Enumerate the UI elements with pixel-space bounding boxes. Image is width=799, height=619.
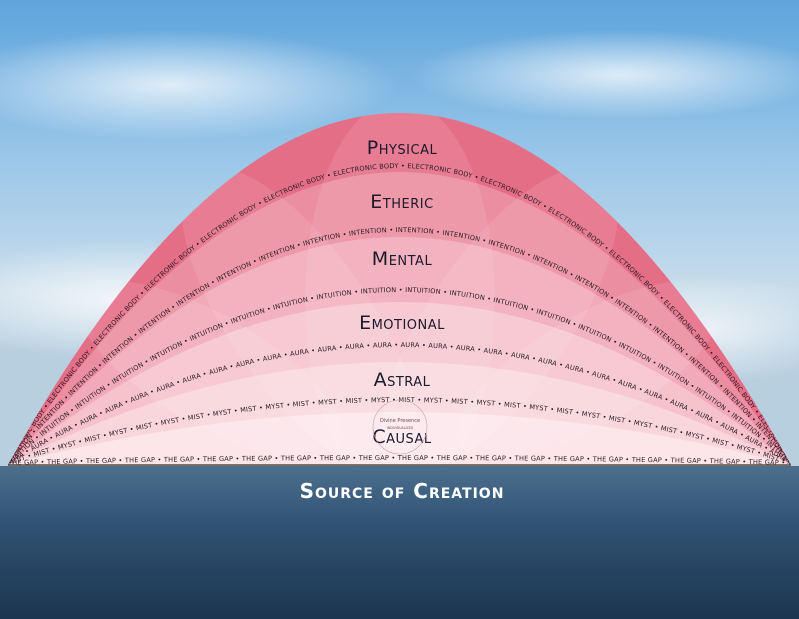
layers-group — [8, 113, 791, 465]
lotus-petal — [77, 281, 343, 459]
lotus-petal — [381, 167, 619, 465]
source-of-creation-label: Source of Creation — [300, 479, 505, 503]
layer-causal — [8, 412, 791, 465]
divine-presence-mark: Divine Presence INDIVIDUALIZED — [372, 399, 428, 455]
divine-presence-title: Divine Presence — [380, 418, 420, 424]
lotus-petal — [457, 281, 723, 459]
divine-presence-circle — [372, 399, 428, 455]
layer-labels: PhysicalEthericMentalEmotionalAstralCaus… — [359, 137, 445, 448]
layer-label-emotional: Emotional — [359, 312, 445, 334]
divine-presence-subtitle: INDIVIDUALIZED — [387, 426, 414, 430]
layer-label-astral: Astral — [374, 369, 431, 391]
layer-label-physical: Physical — [367, 137, 438, 159]
layer-label-causal: Causal — [372, 426, 432, 448]
lotus-petal — [181, 167, 419, 465]
layer-label-mental: Mental — [372, 248, 433, 270]
cloud — [0, 30, 400, 140]
lotus-petals — [77, 113, 723, 465]
sea-background — [0, 466, 799, 619]
cloud — [410, 30, 799, 120]
lotus-petal — [305, 113, 495, 465]
layer-label-etheric: Etheric — [370, 191, 433, 213]
